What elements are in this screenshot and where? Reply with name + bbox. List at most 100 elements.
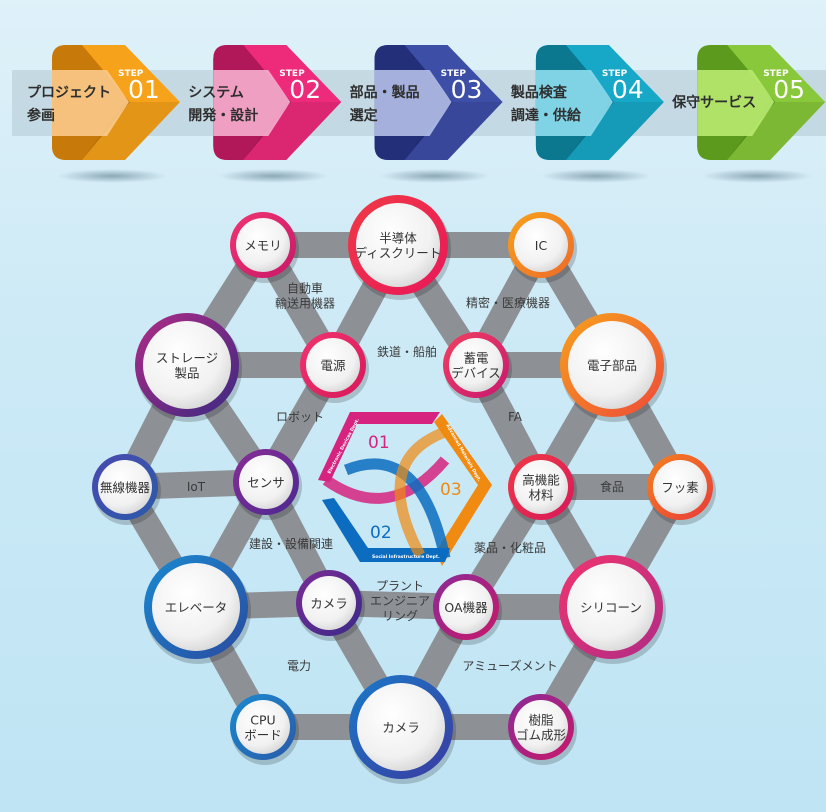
step-shadow (540, 169, 651, 183)
circle-label: カメラ (382, 720, 420, 735)
dept2-arc (343, 458, 451, 560)
step-shade (243, 102, 342, 160)
circle-label: 材料 (528, 488, 554, 503)
circle-label: エレベータ (165, 600, 228, 615)
step-shade (404, 102, 503, 160)
circle-label: ボード (244, 728, 282, 743)
step-label: STEP (118, 69, 144, 79)
step-number: 05 (773, 75, 805, 104)
circle-face (143, 321, 231, 409)
industry-label-line: 電力 (287, 659, 311, 673)
industry-label-line: リング (382, 609, 418, 623)
industry-label: 精密・医療機器 (466, 295, 550, 310)
product-circle[interactable]: 電源 (300, 332, 369, 403)
product-circle[interactable]: センサ (233, 449, 302, 520)
step-number: 04 (612, 75, 644, 104)
product-circle[interactable]: 電子部品 (560, 313, 667, 422)
dept1-number: 01 (368, 433, 390, 453)
dept3-number: 03 (440, 480, 462, 500)
step-shadow (57, 169, 167, 183)
dept3-arc (394, 426, 448, 558)
step-title-line: プロジェクト (27, 85, 111, 101)
industry-label-line: FA (508, 410, 523, 424)
industry-label-line: アミューズメント (462, 658, 557, 673)
step-shadow (218, 169, 329, 183)
circle-label: 半導体 (379, 231, 417, 246)
product-circle[interactable]: カメラ (349, 675, 456, 784)
product-circle[interactable]: OA機器 (433, 574, 502, 645)
circle-face (236, 218, 290, 272)
circle-face (357, 683, 445, 771)
industry-label: FA (508, 410, 523, 424)
product-circle[interactable]: エレベータ (144, 555, 251, 664)
step-label: STEP (441, 69, 467, 79)
dept1-band (318, 412, 440, 482)
dept2-number: 02 (370, 523, 392, 543)
industry-label: 薬品・化粧品 (474, 541, 546, 555)
step-shade (727, 102, 826, 160)
industry-label: 鉄道・船舶 (377, 344, 437, 359)
circle-face (514, 460, 568, 514)
process-steps: STEP01プロジェクト参画STEP02システム開発・設計STEP03部品・製品… (12, 45, 826, 183)
product-circle[interactable]: シリコーン (559, 555, 666, 664)
industry-label: 建設・設備関連 (249, 536, 333, 551)
step-light-panel (213, 70, 291, 136)
step-title-line: 選定 (350, 107, 378, 124)
circle-face (236, 700, 290, 754)
step-label: STEP (763, 69, 789, 79)
circle-label: ストレージ (156, 351, 218, 366)
circle-label: IC (535, 238, 548, 253)
step-number: 02 (289, 75, 321, 104)
step-shade (565, 102, 664, 160)
circle-label: 無線機器 (100, 480, 151, 495)
step-light-panel (535, 70, 613, 136)
circle-face (514, 218, 568, 272)
circle-label: OA機器 (444, 600, 488, 615)
industry-label: アミューズメント (462, 658, 557, 673)
industry-label-line: IoT (187, 480, 206, 494)
step-title: 保守サービス (671, 94, 756, 111)
circle-face (514, 700, 568, 754)
product-circle[interactable]: カメラ (296, 570, 365, 641)
step-shade (82, 102, 180, 160)
step-title-line: システム (188, 85, 244, 101)
circle-label: ゴム成形 (516, 728, 567, 743)
step-number: 03 (451, 75, 483, 104)
circle-face (568, 321, 656, 409)
step-title-line: 調達・供給 (511, 107, 582, 124)
circle-label: 製品 (174, 366, 199, 381)
product-circle[interactable]: IC (508, 212, 577, 283)
industry-label-line: 薬品・化粧品 (474, 541, 546, 555)
product-circle[interactable]: メモリ (230, 212, 299, 283)
industry-label-line: エンジニア (370, 594, 430, 608)
product-circle[interactable]: 無線機器 (92, 454, 161, 525)
circle-face (653, 460, 707, 514)
industry-label-line: 鉄道・船舶 (377, 344, 437, 359)
product-circle[interactable]: フッ素 (647, 454, 716, 525)
industry-label-line: 輸送用機器 (275, 296, 335, 311)
circle-label: カメラ (310, 596, 348, 611)
industry-label: 食品 (600, 479, 624, 494)
industry-label-line: 食品 (600, 479, 624, 494)
circle-face (567, 563, 655, 651)
industry-label-line: ロボット (276, 410, 324, 424)
circle-face (152, 563, 240, 651)
step-light-panel (697, 70, 775, 136)
step-label: STEP (279, 69, 305, 79)
